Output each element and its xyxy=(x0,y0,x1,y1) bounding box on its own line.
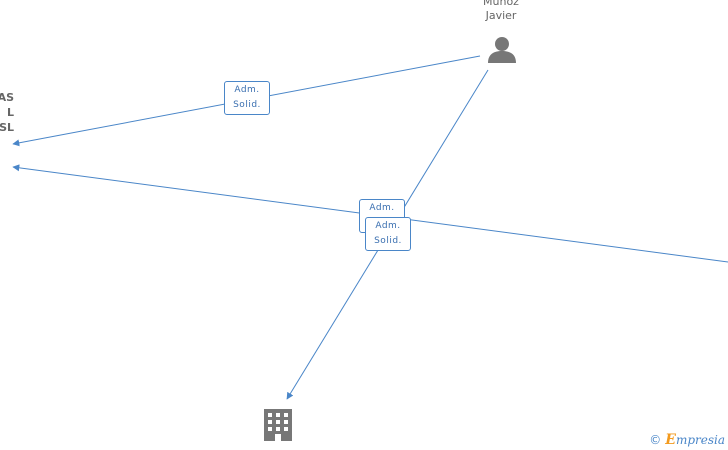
left-company-label[interactable]: AS L SL xyxy=(0,90,14,135)
left-company-label-line3: SL xyxy=(0,121,14,134)
relation-badge-line2: Solid. xyxy=(233,100,261,110)
building-icon[interactable] xyxy=(262,407,294,443)
relation-badge-line1: Adm. xyxy=(375,221,401,231)
person-name-line1: Muñoz xyxy=(483,0,519,8)
relation-badge[interactable]: Adm. Solid. xyxy=(365,217,411,251)
relation-badge-line1: Adm. xyxy=(234,85,260,95)
person-name-line2: Javier xyxy=(485,9,517,22)
copyright-symbol: © xyxy=(649,433,662,447)
relation-badge-line2: Solid. xyxy=(374,236,402,246)
brand-logo: ©Empresia xyxy=(649,432,725,448)
person-name[interactable]: Muñoz Javier xyxy=(472,0,530,23)
relation-badge-line1: Adm. xyxy=(369,203,395,213)
left-company-label-line2: L xyxy=(6,106,14,119)
brand-name: mpresia xyxy=(675,433,725,447)
brand-initial: E xyxy=(665,432,676,448)
left-company-label-line1: AS xyxy=(0,91,14,104)
person-icon[interactable] xyxy=(486,35,518,65)
relation-badge[interactable]: Adm. Solid. xyxy=(224,81,270,115)
